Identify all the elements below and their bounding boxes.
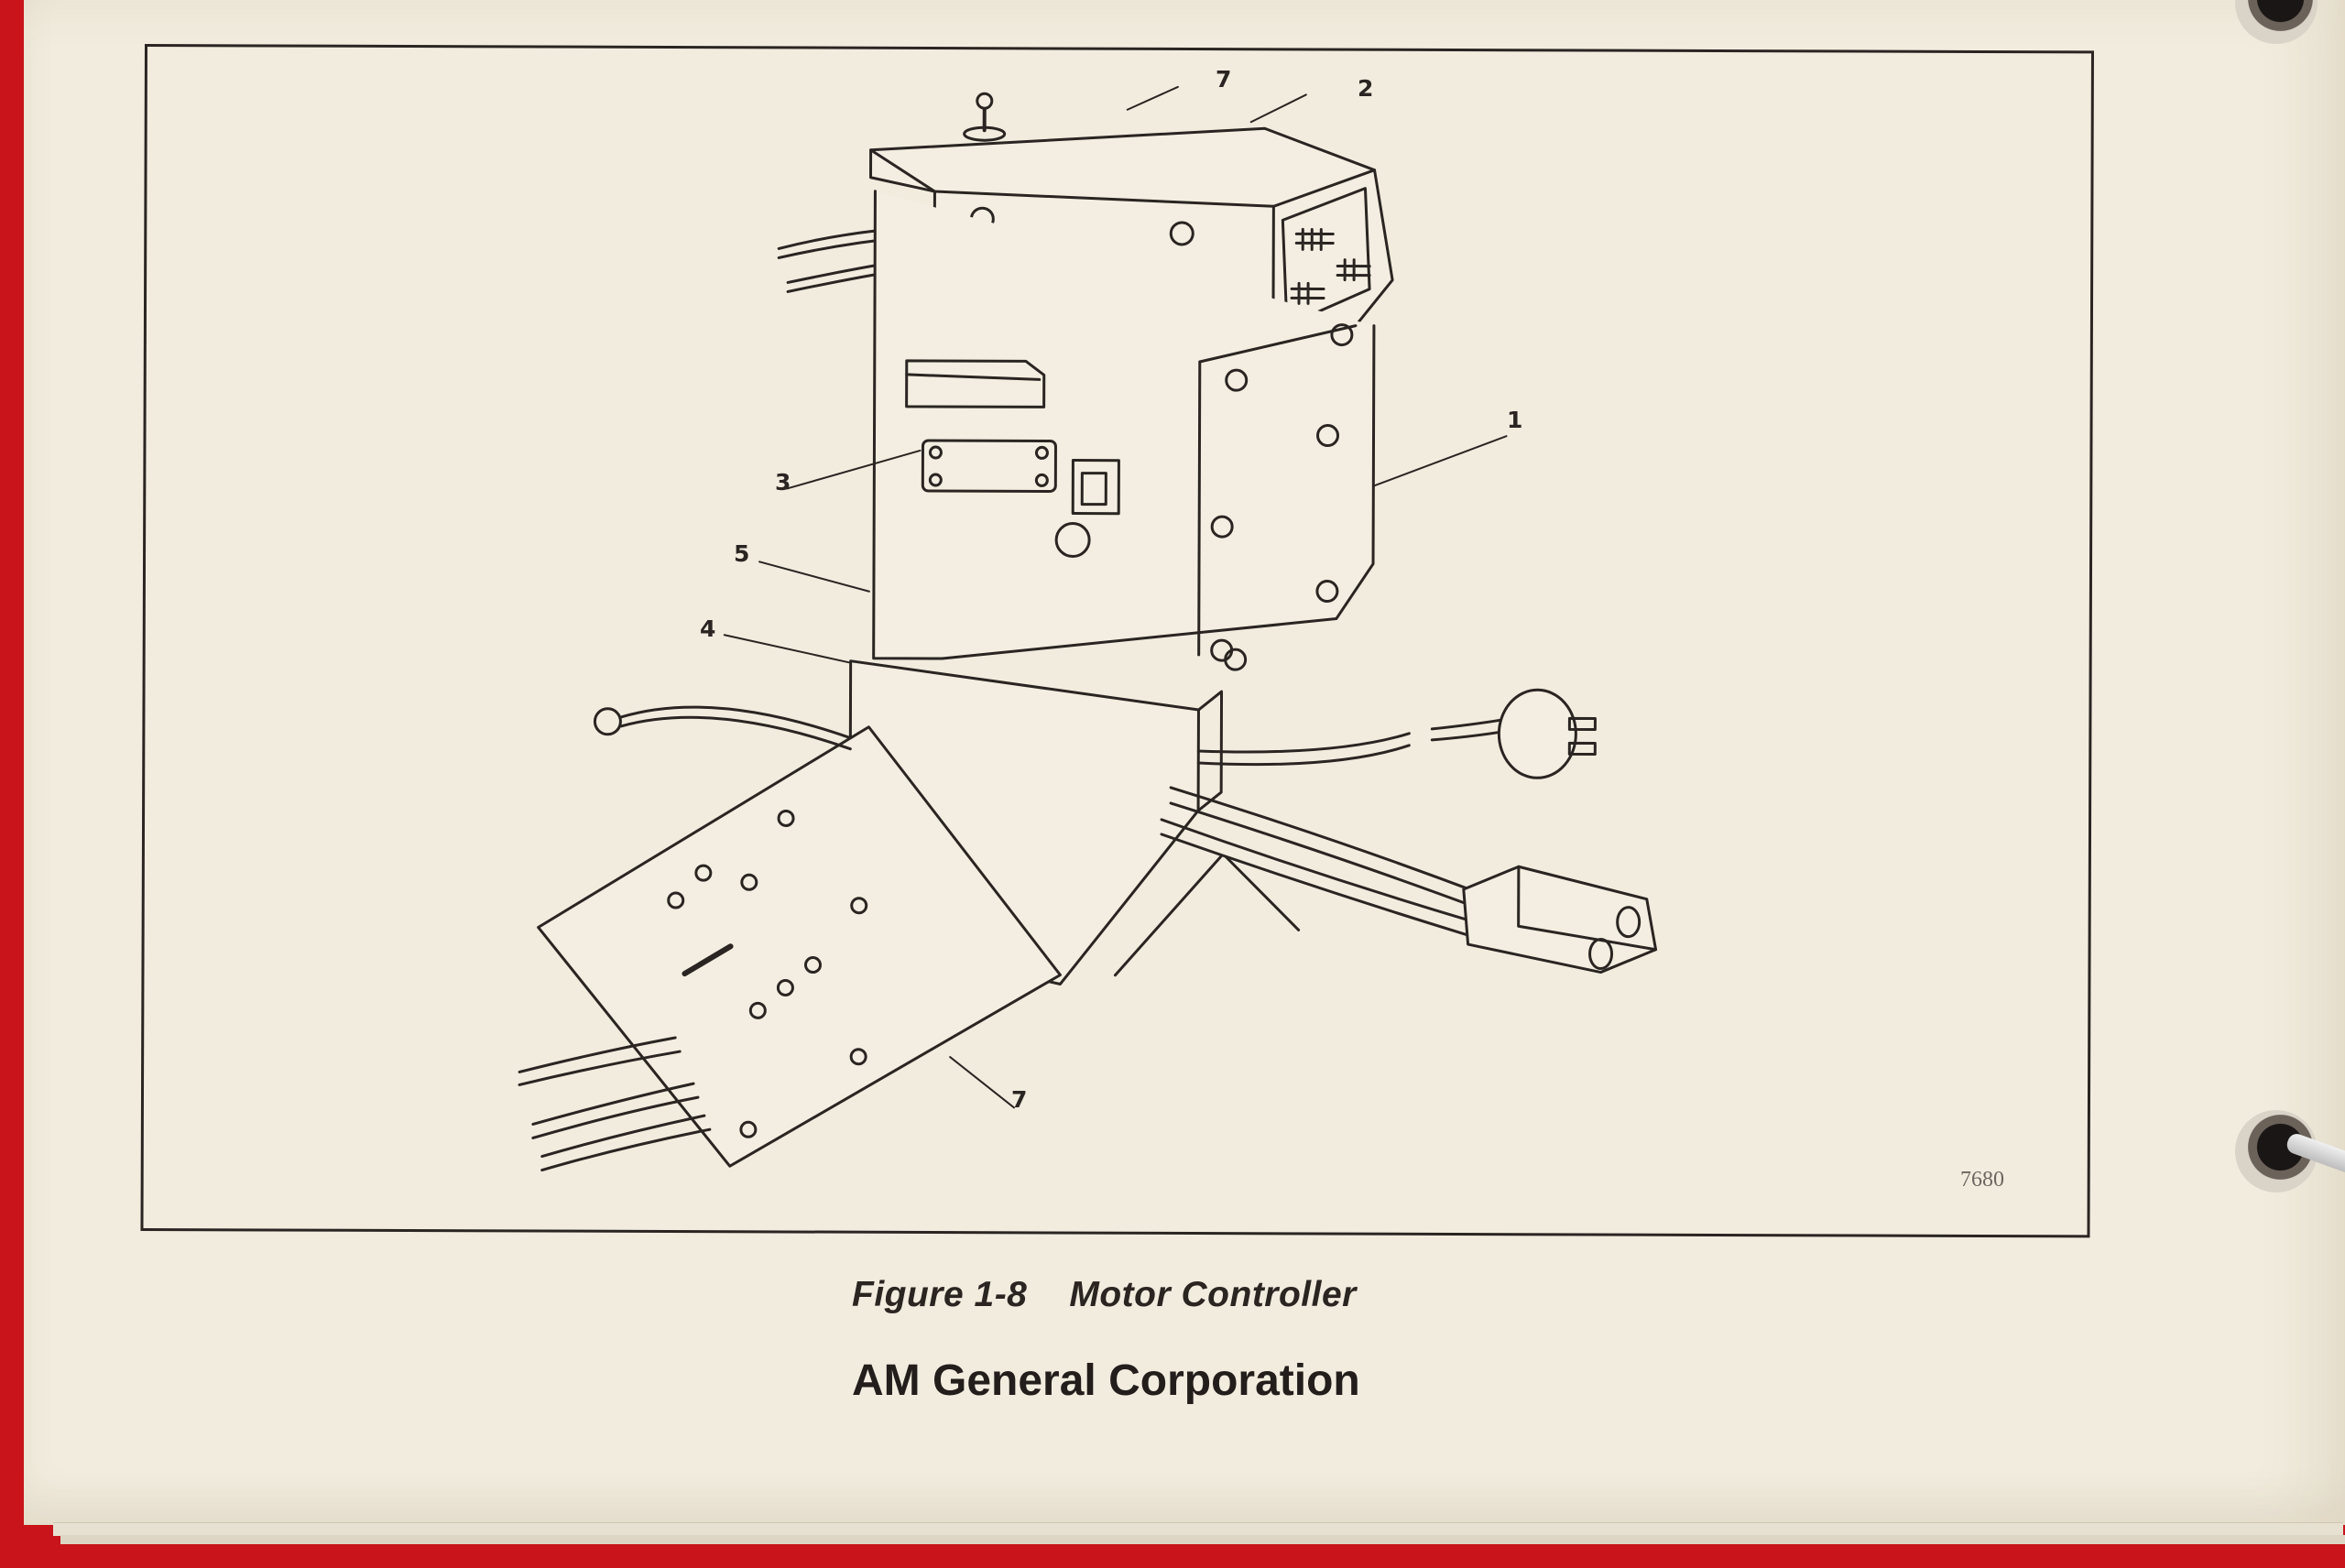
- figure-caption: Figure 1-8 Motor Controller: [852, 1275, 1357, 1315]
- callout-number: 7: [1216, 66, 1232, 93]
- publisher-name: AM General Corporation: [852, 1356, 1360, 1405]
- plate-number: 7680: [1960, 1168, 2004, 1192]
- motor-controller-illustration: [518, 85, 1658, 1172]
- figure-title: Motor Controller: [1069, 1275, 1357, 1314]
- callout-number: 3: [775, 469, 791, 495]
- callout-number: 2: [1358, 75, 1374, 102]
- callout-number: 7: [1011, 1086, 1028, 1113]
- callout-number: 4: [700, 615, 716, 642]
- page-stack-edge-lower: [60, 1535, 2345, 1544]
- callout-number: 5: [734, 540, 750, 567]
- page-stack-edge: [53, 1522, 2343, 1536]
- figure-frame: [140, 44, 2094, 1238]
- callout-number: 1: [1507, 407, 1523, 433]
- figure-number: Figure 1-8: [852, 1275, 1028, 1314]
